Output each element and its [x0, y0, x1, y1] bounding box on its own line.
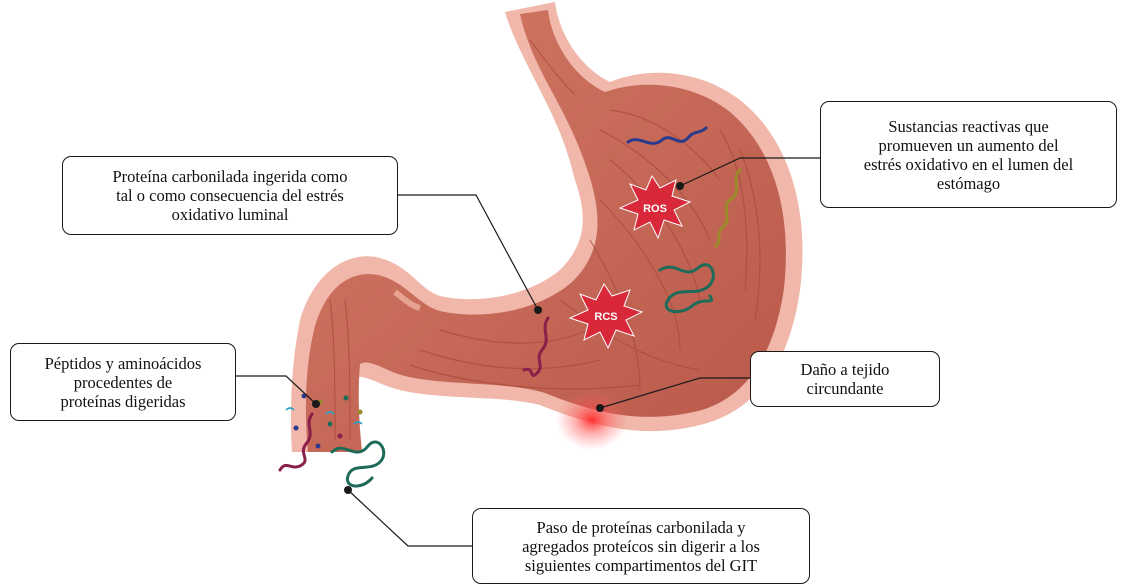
tissue-damage-glow	[556, 390, 628, 450]
callout-reactive-substances-line-4: estómago	[829, 174, 1108, 193]
callout-peptides-line-2: procedentes de	[19, 373, 227, 392]
callout-passage-line-1: Paso de proteínas carbonilada y	[481, 518, 801, 537]
callout-tissue-damage-line-2: circundante	[759, 379, 931, 398]
callout-ingested-protein: Proteína carbonilada ingerida como tal o…	[62, 156, 398, 235]
callout-tissue-damage-line-1: Daño a tejido	[759, 360, 931, 379]
callout-ingested-protein-line-3: oxidativo luminal	[71, 205, 389, 224]
leader-line-passage	[348, 490, 472, 546]
callout-reactive-substances-line-2: promueven un aumento del	[829, 136, 1108, 155]
callout-peptides-line-1: Péptidos y aminoácidos	[19, 354, 227, 373]
callout-reactive-substances-line-3: estrés oxidativo en el lumen del	[829, 155, 1108, 174]
ros-label: ROS	[643, 203, 667, 215]
callout-peptides-line-3: proteínas digeridas	[19, 392, 227, 411]
rcs-label: RCS	[594, 311, 617, 323]
callout-tissue-damage: Daño a tejido circundante	[750, 351, 940, 407]
callout-passage-line-3: siguientes compartimentos del GIT	[481, 556, 801, 575]
callout-ingested-protein-line-2: tal o como consecuencia del estrés	[71, 186, 389, 205]
callout-passage-line-2: agregados proteícos sin digerir a los	[481, 537, 801, 556]
callout-peptides: Péptidos y aminoácidos procedentes de pr…	[10, 343, 236, 421]
callout-reactive-substances-line-1: Sustancias reactivas que	[829, 117, 1108, 136]
callout-ingested-protein-line-1: Proteína carbonilada ingerida como	[71, 167, 389, 186]
callout-passage: Paso de proteínas carbonilada y agregado…	[472, 508, 810, 584]
callout-reactive-substances: Sustancias reactivas que promueven un au…	[820, 101, 1117, 208]
